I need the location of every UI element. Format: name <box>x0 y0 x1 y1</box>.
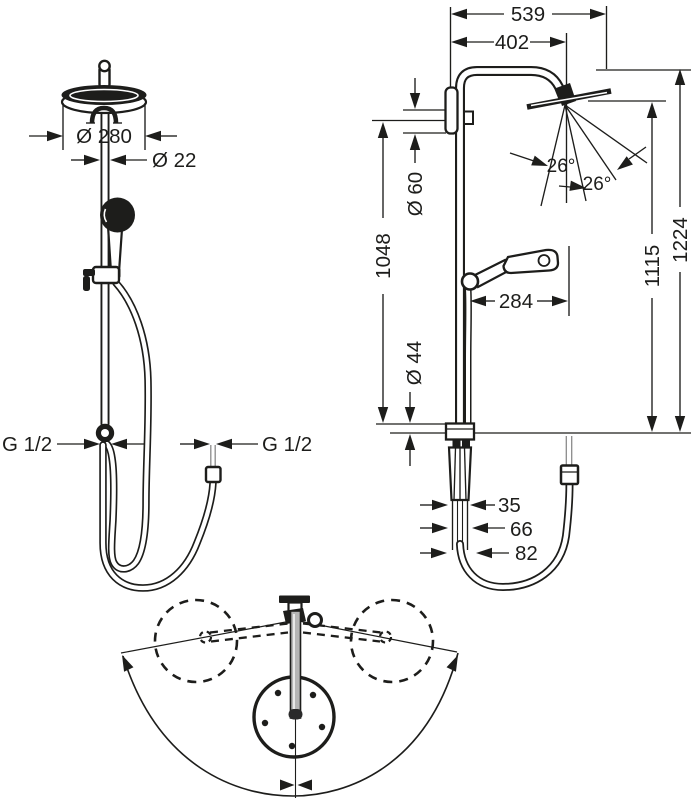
dim-arm-length: 539 <box>451 3 606 26</box>
dim-headshower-diameter-label: Ø 280 <box>76 125 132 148</box>
plan-wall-plate <box>279 595 310 603</box>
dim-total-height-label: 1224 <box>669 217 692 263</box>
dim-inlet-connection: G 1/2 <box>2 433 144 456</box>
dim-body-escutcheon: Ø 44 <box>403 341 426 466</box>
dim-pipe-diameter-label: Ø 22 <box>152 149 196 172</box>
dim-body-widths: 35 66 82 <box>420 494 538 565</box>
arm-position-right-dashed <box>302 622 393 644</box>
dim-arm-reach-label: 402 <box>495 31 529 54</box>
swivel-arc <box>122 652 459 797</box>
dim-handshower-reach: 284 <box>470 246 570 316</box>
dim-pipe-diameter: Ø 22 <box>71 149 196 172</box>
dim-hose-connection-label: G 1/2 <box>262 433 312 456</box>
side-hose-end-connector <box>559 464 580 486</box>
dim-arm-reach: 402 <box>451 31 566 54</box>
hose-end-connector <box>204 465 222 484</box>
valve-body <box>444 422 476 550</box>
holder-pivot <box>460 272 480 291</box>
angle-right-label: 26° <box>583 174 612 195</box>
dim-handshower-reach-label: 284 <box>499 290 533 313</box>
dim-wall-escutcheon-label: Ø 60 <box>404 172 427 216</box>
dim-wall-escutcheon: Ø 60 <box>404 78 427 216</box>
dim-head-height-label: 1115 <box>641 245 664 288</box>
handshower-head <box>100 197 135 233</box>
dim-width-35-label: 35 <box>498 494 521 517</box>
plan-arm-bar <box>289 610 302 719</box>
dim-inlet-connection-label: G 1/2 <box>2 433 52 456</box>
head-position-left-dashed <box>153 598 239 684</box>
arm-position-left-dashed <box>198 622 289 644</box>
dim-body-escutcheon-label: Ø 44 <box>403 341 426 385</box>
dim-head-height: 1115 <box>641 102 664 432</box>
side-riser-and-arm <box>455 66 568 429</box>
side-hand-shower <box>460 248 560 291</box>
swivel-midpoint-marker <box>280 779 295 791</box>
dim-total-height: 1224 <box>669 69 692 432</box>
side-view: 539 402 <box>372 3 692 592</box>
dim-arm-length-label: 539 <box>511 3 545 26</box>
plan-view <box>120 595 459 798</box>
tilt-angle-indication: 26° 26° <box>509 104 648 207</box>
angle-left-label: 26° <box>547 156 576 177</box>
handshower-handle <box>106 224 124 274</box>
wall-escutcheon <box>444 86 459 135</box>
dim-bar-height: 1048 <box>372 122 395 423</box>
slider-holder <box>83 265 121 291</box>
dim-hose-connection: G 1/2 <box>180 433 312 484</box>
dim-width-82-label: 82 <box>515 542 538 565</box>
head-joint-arch <box>89 105 119 124</box>
front-view: Ø 280 Ø 22 <box>2 59 312 592</box>
front-overhead-shower <box>60 59 148 124</box>
head-position-right-dashed <box>349 598 435 684</box>
dim-bar-height-label: 1048 <box>372 233 395 279</box>
dim-width-66-label: 66 <box>510 518 533 541</box>
dim-headshower-diameter: Ø 280 <box>29 103 177 150</box>
